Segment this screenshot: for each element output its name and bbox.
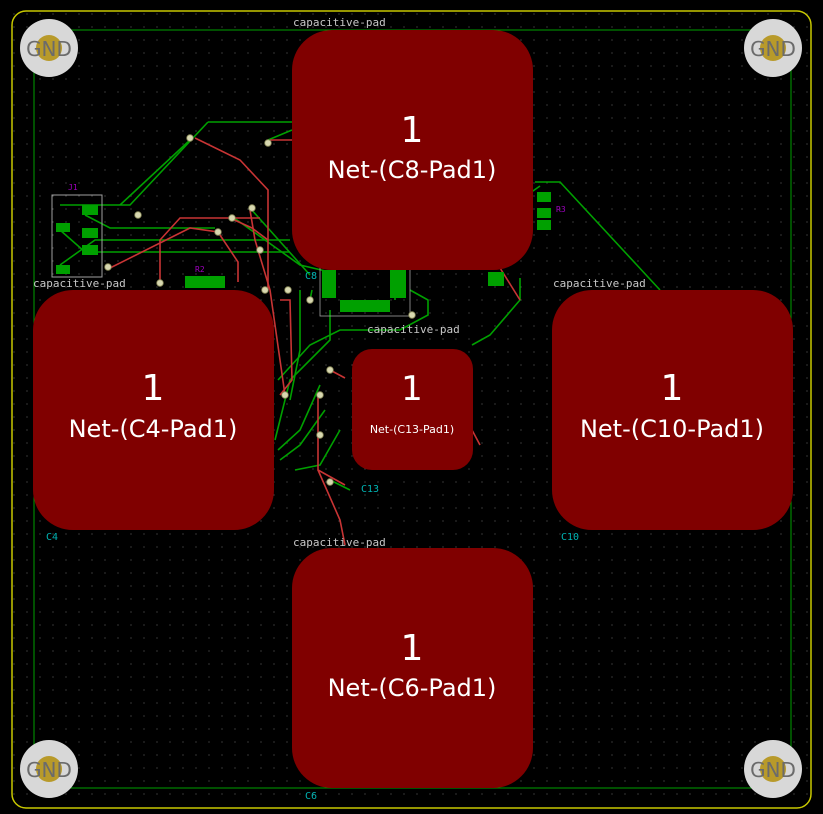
capacitive-pad-c4[interactable]: 1 Net-(C4-Pad1) bbox=[33, 290, 274, 530]
capacitive-pad-c6[interactable]: 1 Net-(C6-Pad1) bbox=[292, 548, 533, 788]
silk-label-c10: capacitive-pad bbox=[553, 277, 646, 290]
ref-j1: J1 bbox=[68, 183, 78, 192]
ref-c10: C10 bbox=[561, 532, 579, 543]
mounting-hole-top-left-label: GND bbox=[26, 37, 72, 61]
capacitive-pad-c8[interactable]: 1 Net-(C8-Pad1) bbox=[292, 30, 533, 270]
pad-c10-net-label: Net-(C10-Pad1) bbox=[580, 415, 764, 443]
back-copper-traces bbox=[59, 121, 661, 491]
ref-r2: R2 bbox=[195, 265, 205, 274]
silk-label-c4: capacitive-pad bbox=[33, 277, 126, 290]
pad-c6-number: 1 bbox=[401, 628, 424, 669]
mounting-hole-top-left[interactable]: GND bbox=[20, 19, 78, 77]
mounting-hole-bottom-left[interactable]: GND bbox=[20, 740, 78, 798]
mounting-hole-bottom-right-label: GND bbox=[750, 758, 796, 782]
mounting-hole-bottom-right[interactable]: GND bbox=[744, 740, 802, 798]
ref-c4: C4 bbox=[46, 532, 58, 543]
capacitive-pad-c13[interactable]: 1 Net-(C13-Pad1) bbox=[352, 349, 473, 470]
pad-c13-net-label: Net-(C13-Pad1) bbox=[370, 423, 454, 436]
silk-label-c8: capacitive-pad bbox=[293, 16, 386, 29]
silk-label-c13: capacitive-pad bbox=[367, 323, 460, 336]
mounting-hole-bottom-left-label: GND bbox=[26, 758, 72, 782]
ref-r3: R3 bbox=[556, 205, 566, 214]
pad-c13-number: 1 bbox=[401, 369, 423, 409]
ref-c6: C6 bbox=[305, 791, 317, 802]
pad-c4-number: 1 bbox=[142, 368, 165, 409]
pad-c8-net-label: Net-(C8-Pad1) bbox=[328, 156, 497, 184]
pad-c6-net-label: Net-(C6-Pad1) bbox=[328, 674, 497, 702]
mounting-hole-top-right[interactable]: GND bbox=[744, 19, 802, 77]
board-edge-outline bbox=[11, 10, 812, 809]
capacitive-pad-c10[interactable]: 1 Net-(C10-Pad1) bbox=[552, 290, 793, 530]
silk-label-c6: capacitive-pad bbox=[293, 536, 386, 549]
pad-c8-number: 1 bbox=[401, 110, 424, 151]
ref-c13: C13 bbox=[361, 484, 379, 495]
pad-c10-number: 1 bbox=[661, 368, 684, 409]
pad-c4-net-label: Net-(C4-Pad1) bbox=[69, 415, 238, 443]
mounting-hole-top-right-label: GND bbox=[750, 37, 796, 61]
ref-c8: C8 bbox=[305, 271, 317, 282]
smd-components bbox=[51, 192, 551, 317]
